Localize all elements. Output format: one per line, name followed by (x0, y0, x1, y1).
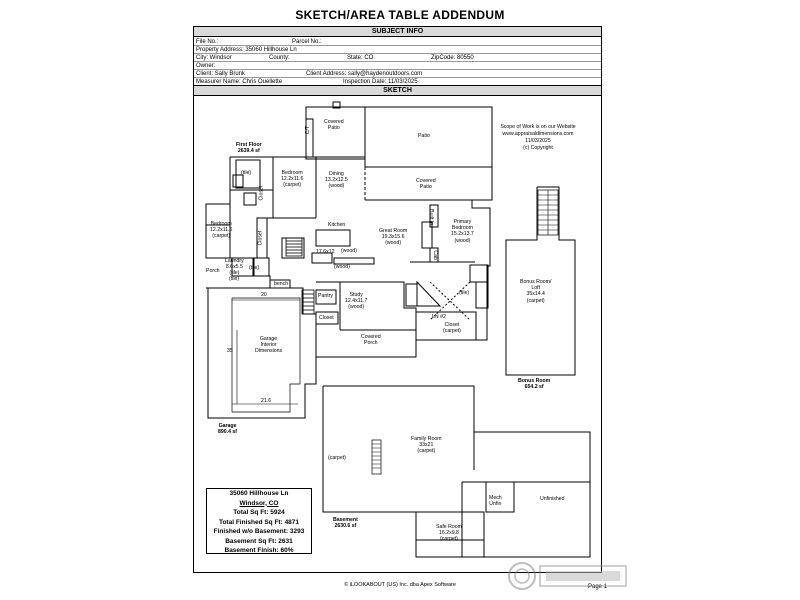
bath-tile-label-3: (tile) (249, 265, 260, 271)
closet-vertical-label: Closet (258, 185, 265, 201)
basement-carpet-label: (carpet) (328, 455, 346, 461)
addendum-frame: SUBJECT INFO File No.: Parcel No.: Prope… (193, 26, 602, 573)
kitchen-label: Kitchen (328, 222, 346, 228)
kitchen-floor: (wood) (341, 248, 357, 254)
garage-walls (207, 287, 317, 419)
bonus-room-walls (505, 186, 576, 376)
scope-line: Scope of Work is on our Website (500, 124, 576, 130)
summary-total-finished: Total Finished Sq Ft: 4871 (218, 518, 300, 526)
pantry-label: Pantry (318, 293, 333, 299)
laundry-tile-label: (tile) (229, 276, 240, 282)
summary-total-sqft: Total Sq Ft: 5924 (233, 509, 285, 516)
basement-walls (322, 385, 591, 558)
page-number: Page 1 (588, 584, 608, 590)
patio-label: Patio (418, 133, 430, 139)
fireplace-wood-label: (wood) (334, 264, 350, 270)
document-title: SKETCH/AREA TABLE ADDENDUM (295, 8, 505, 22)
garage-depth-dim: 35 (227, 348, 233, 354)
parcel-no: Parcel No.: (292, 39, 322, 45)
summary-city: Windsor, CO (239, 499, 279, 507)
bath-tile-label-2: (tile) (241, 170, 252, 176)
property-address: Property Address: 35060 Hillhouse Ln (196, 47, 297, 53)
divider (194, 77, 601, 78)
summary-finished-wo-basement: Finished w/o Basement: 3293 (213, 528, 305, 535)
county: County: (269, 55, 290, 61)
divider (194, 53, 601, 54)
client: Client: Sally Brunk (196, 71, 246, 77)
porch-label: Porch (206, 268, 220, 274)
client-address: Client Address: sally@haydenoutdoors.com (306, 71, 423, 77)
measurer: Measurer Name: Chris Ouellette (196, 79, 283, 85)
software-footer: © iLOOKABOUT (US) Inc. dba Apex Software (344, 582, 456, 588)
scope-date: 11/03/2025 (525, 138, 551, 144)
study-closet-label: Closet (319, 315, 334, 321)
closet-carpet-label: Closet(carpet) (443, 322, 461, 335)
divider (194, 45, 601, 46)
stairs (285, 237, 315, 315)
summary-basement-finish: Basement Finish: 60% (224, 547, 294, 554)
garage-width-dim-2: 21.6 (261, 398, 272, 404)
cabinet-label: Cab (431, 250, 438, 260)
subject-info-header: SUBJECT INFO (194, 27, 601, 37)
closet-vertical-label-2: Closet (257, 230, 264, 246)
first-floor-walls (205, 156, 493, 358)
zipcode: ZipCode: 80550 (431, 55, 474, 61)
scope-of-work-note: Scope of Work is on our Website www.appr… (495, 124, 581, 152)
unfinished-label: Unfinished (540, 496, 565, 502)
summary-address: 35060 Hillhouse Ln (229, 490, 289, 497)
divider (194, 61, 601, 62)
owner: Owner: (196, 63, 216, 69)
garage-width-dim: 20 (261, 292, 267, 298)
file-no: File No.: (196, 39, 219, 45)
scope-copyright: (c) Copyright (523, 145, 553, 151)
scope-website: www.appraisaldimensions.com (502, 131, 574, 137)
bench-label: bench (274, 281, 289, 287)
watermark-logo-icon (508, 562, 627, 590)
divider (194, 69, 601, 70)
bath-tile-label: (tile) (459, 290, 470, 296)
sketch-header: SKETCH (194, 85, 601, 96)
city: City: Windsor (196, 55, 232, 61)
state: State: CO (347, 55, 374, 61)
ln2-label: LN #2 (432, 314, 446, 320)
built-in-label: Built In (428, 209, 435, 226)
patio-cab-label: C/T (305, 125, 312, 135)
kitchen-dim: 17.6x12 (316, 249, 335, 255)
summary-basement-sqft: Basement Sq Ft: 2631 (225, 537, 293, 545)
inspection-date: Inspection Date: 11/03/2025 (343, 79, 418, 85)
area-summary-box: 35060 Hillhouse Ln Windsor, CO Total Sq … (206, 488, 312, 554)
